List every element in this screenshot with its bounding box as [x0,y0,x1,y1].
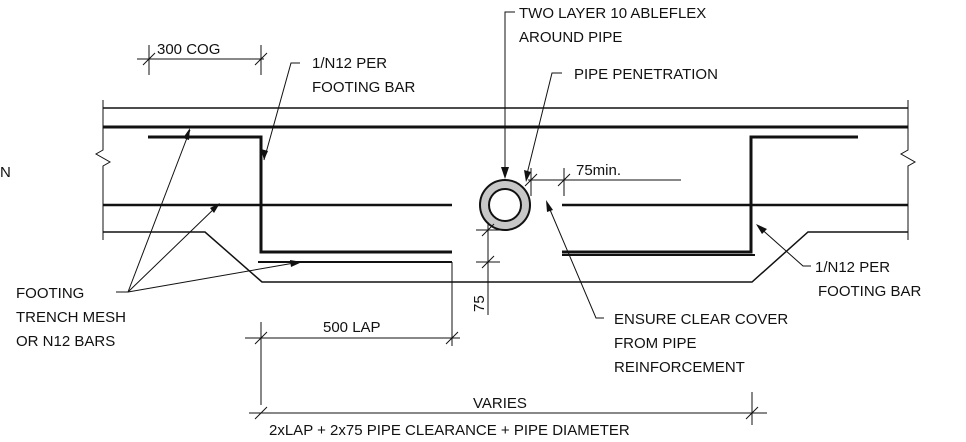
top-bar-label-line2: FOOTING BAR [312,79,416,96]
footing-bar-left [148,135,452,254]
ableflex-leader [504,11,515,173]
ableflex-label-line2: AROUND PIPE [519,29,622,46]
varies-dimension [249,392,767,425]
top-bar-label-line1: 1/N12 PER [312,55,387,72]
lap-label: 500 LAP [323,319,381,336]
right-bar-label-line1: 1/N12 PER [815,259,890,276]
footing-bar-right [562,135,858,254]
spacing-label: 300 COG [157,41,220,58]
ensure-leader-arrow [546,200,553,212]
formula-label: 2xLAP + 2x75 PIPE CLEARANCE + PIPE DIAME… [269,422,630,439]
right-bar-label-line2: FOOTING BAR [818,283,922,300]
ensure-label-line3: REINFORCEMENT [614,359,745,376]
clearance-label: 75min. [576,162,621,179]
pipe-leader [525,72,562,179]
ensure-leader [547,204,604,319]
varies-label: VARIES [473,395,527,412]
lap-dimension [245,262,460,405]
mesh-label-line3: OR N12 BARS [16,333,115,350]
break-lines [94,100,917,240]
clearance-dimension [524,168,681,196]
top-bar-leader [263,62,300,161]
trench-mesh-leaders [116,128,302,293]
ableflex-label-line1: TWO LAYER 10 ABLEFLEX [519,5,706,22]
pipe-penetration [479,179,531,231]
ensure-label-line2: FROM PIPE [614,335,697,352]
edge-text: N [0,164,11,181]
mesh-label-line2: TRENCH MESH [16,309,126,326]
cover-label: 75 [471,295,488,312]
ensure-label-line1: ENSURE CLEAR COVER [614,311,788,328]
ableflex-leader-arrow [501,167,509,179]
cover-dimension [476,222,500,315]
spacing-dimension [137,45,268,75]
pipe-label: PIPE PENETRATION [574,66,718,83]
top-bar-leader-arrow [261,149,268,160]
mesh-label-line1: FOOTING [16,285,84,302]
right-bar-leader [757,225,811,267]
pipe-leader-arrow [524,170,531,182]
right-bar-leader-arrow [756,224,767,234]
